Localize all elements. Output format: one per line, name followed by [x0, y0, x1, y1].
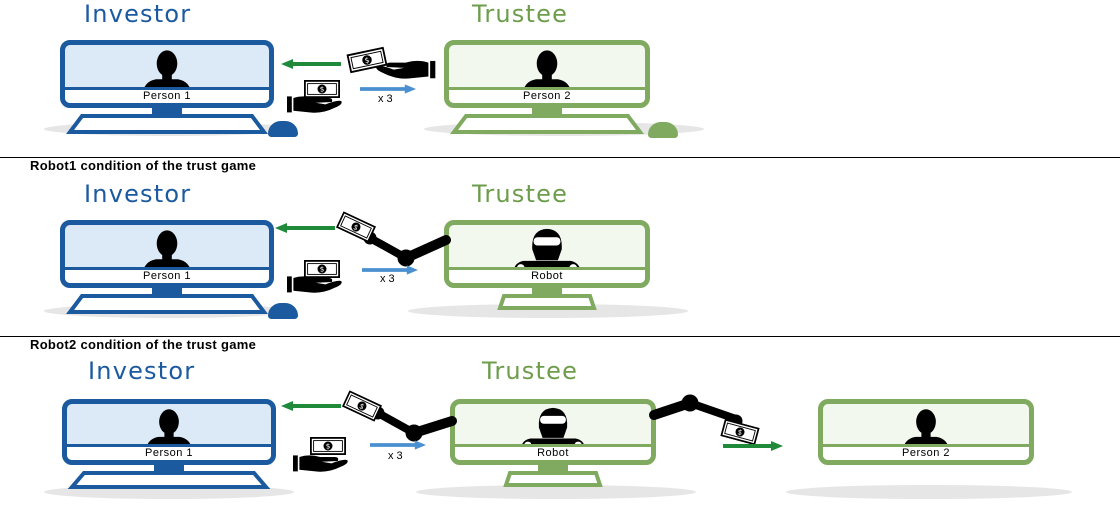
investor-computer: Person 1 — [62, 399, 276, 489]
money-exchange-graphic — [275, 211, 451, 293]
trustee-computer: Person 2 — [444, 40, 650, 134]
trustee-name: Robot — [455, 444, 651, 460]
trustee-monitor: Robot — [444, 220, 650, 288]
money-bill-icon — [304, 80, 340, 98]
third-party-name: Person 2 — [823, 444, 1029, 460]
trustee-label: Trustee — [482, 357, 579, 385]
trustee-computer: Robot — [450, 399, 656, 489]
investor-monitor: Person 1 — [62, 399, 276, 465]
robot-arm-icon — [363, 231, 451, 267]
money-exchange-graphic — [281, 46, 436, 113]
keyboard-stand-icon — [66, 108, 268, 134]
trustee-name: Person 2 — [449, 87, 645, 103]
investor-name: Person 1 — [67, 444, 271, 460]
trustee-name: Robot — [449, 267, 645, 283]
money-bill-icon — [304, 260, 340, 278]
money-bill-icon — [720, 418, 760, 446]
panel-robot2-condition: Robot2 condition of the trust game Inves… — [0, 336, 1120, 504]
computer-mouse-icon — [268, 303, 298, 319]
keyboard-stand-icon — [67, 465, 271, 489]
invest-arrow — [370, 440, 426, 450]
panel-caption: Robot1 condition of the trust game — [30, 158, 257, 173]
return-arrow — [281, 59, 341, 69]
computer-shadow — [786, 485, 1072, 499]
investor-label: Investor — [88, 357, 196, 385]
keyboard-stand-icon — [66, 288, 268, 314]
money-exchange-graphic — [281, 390, 783, 472]
trustee-monitor: Robot — [450, 399, 656, 465]
third-party-computer: Person 2 — [818, 399, 1034, 489]
trustee-computer: Robot — [444, 220, 650, 310]
panel-human-condition: Investor Trustee Person 1 Person 2 — [0, 0, 1120, 156]
multiplier-label: x 3 — [380, 273, 395, 285]
keyboard-stand-icon — [497, 288, 597, 310]
investor-label: Investor — [84, 0, 192, 28]
hand-icon — [293, 455, 348, 472]
money-bill-icon — [310, 437, 346, 455]
investor-monitor: Person 1 — [60, 40, 274, 108]
computer-mouse-icon — [648, 122, 678, 138]
investor-computer: Person 1 — [60, 40, 274, 134]
trustee-label: Trustee — [472, 180, 569, 208]
computer-shadow — [408, 304, 688, 318]
trustee-monitor: Person 2 — [444, 40, 650, 108]
robot-arm-icon — [649, 394, 743, 428]
investor-label: Investor — [84, 180, 192, 208]
trustee-label: Trustee — [472, 0, 569, 28]
return-arrow — [281, 401, 341, 411]
computer-mouse-icon — [268, 121, 298, 137]
money-bill-icon — [342, 390, 382, 422]
investor-name: Person 1 — [65, 87, 269, 103]
computer-shadow — [416, 485, 696, 499]
hand-icon — [287, 276, 342, 293]
money-bill-icon — [336, 211, 376, 243]
hand-icon — [287, 96, 342, 113]
keyboard-stand-icon — [503, 465, 603, 487]
investor-monitor: Person 1 — [60, 220, 274, 288]
multiplier-label: x 3 — [388, 450, 403, 462]
investor-name: Person 1 — [65, 267, 269, 283]
robot-arm-icon — [371, 406, 457, 442]
keyboard-stand-icon — [450, 108, 644, 134]
third-party-monitor: Person 2 — [818, 399, 1034, 465]
panel-caption: Robot2 condition of the trust game — [30, 337, 257, 352]
return-arrow — [275, 223, 335, 233]
investor-computer: Person 1 — [60, 220, 274, 314]
panel-robot1-condition: Robot1 condition of the trust game Inves… — [0, 157, 1120, 335]
multiplier-label: x 3 — [378, 93, 393, 105]
